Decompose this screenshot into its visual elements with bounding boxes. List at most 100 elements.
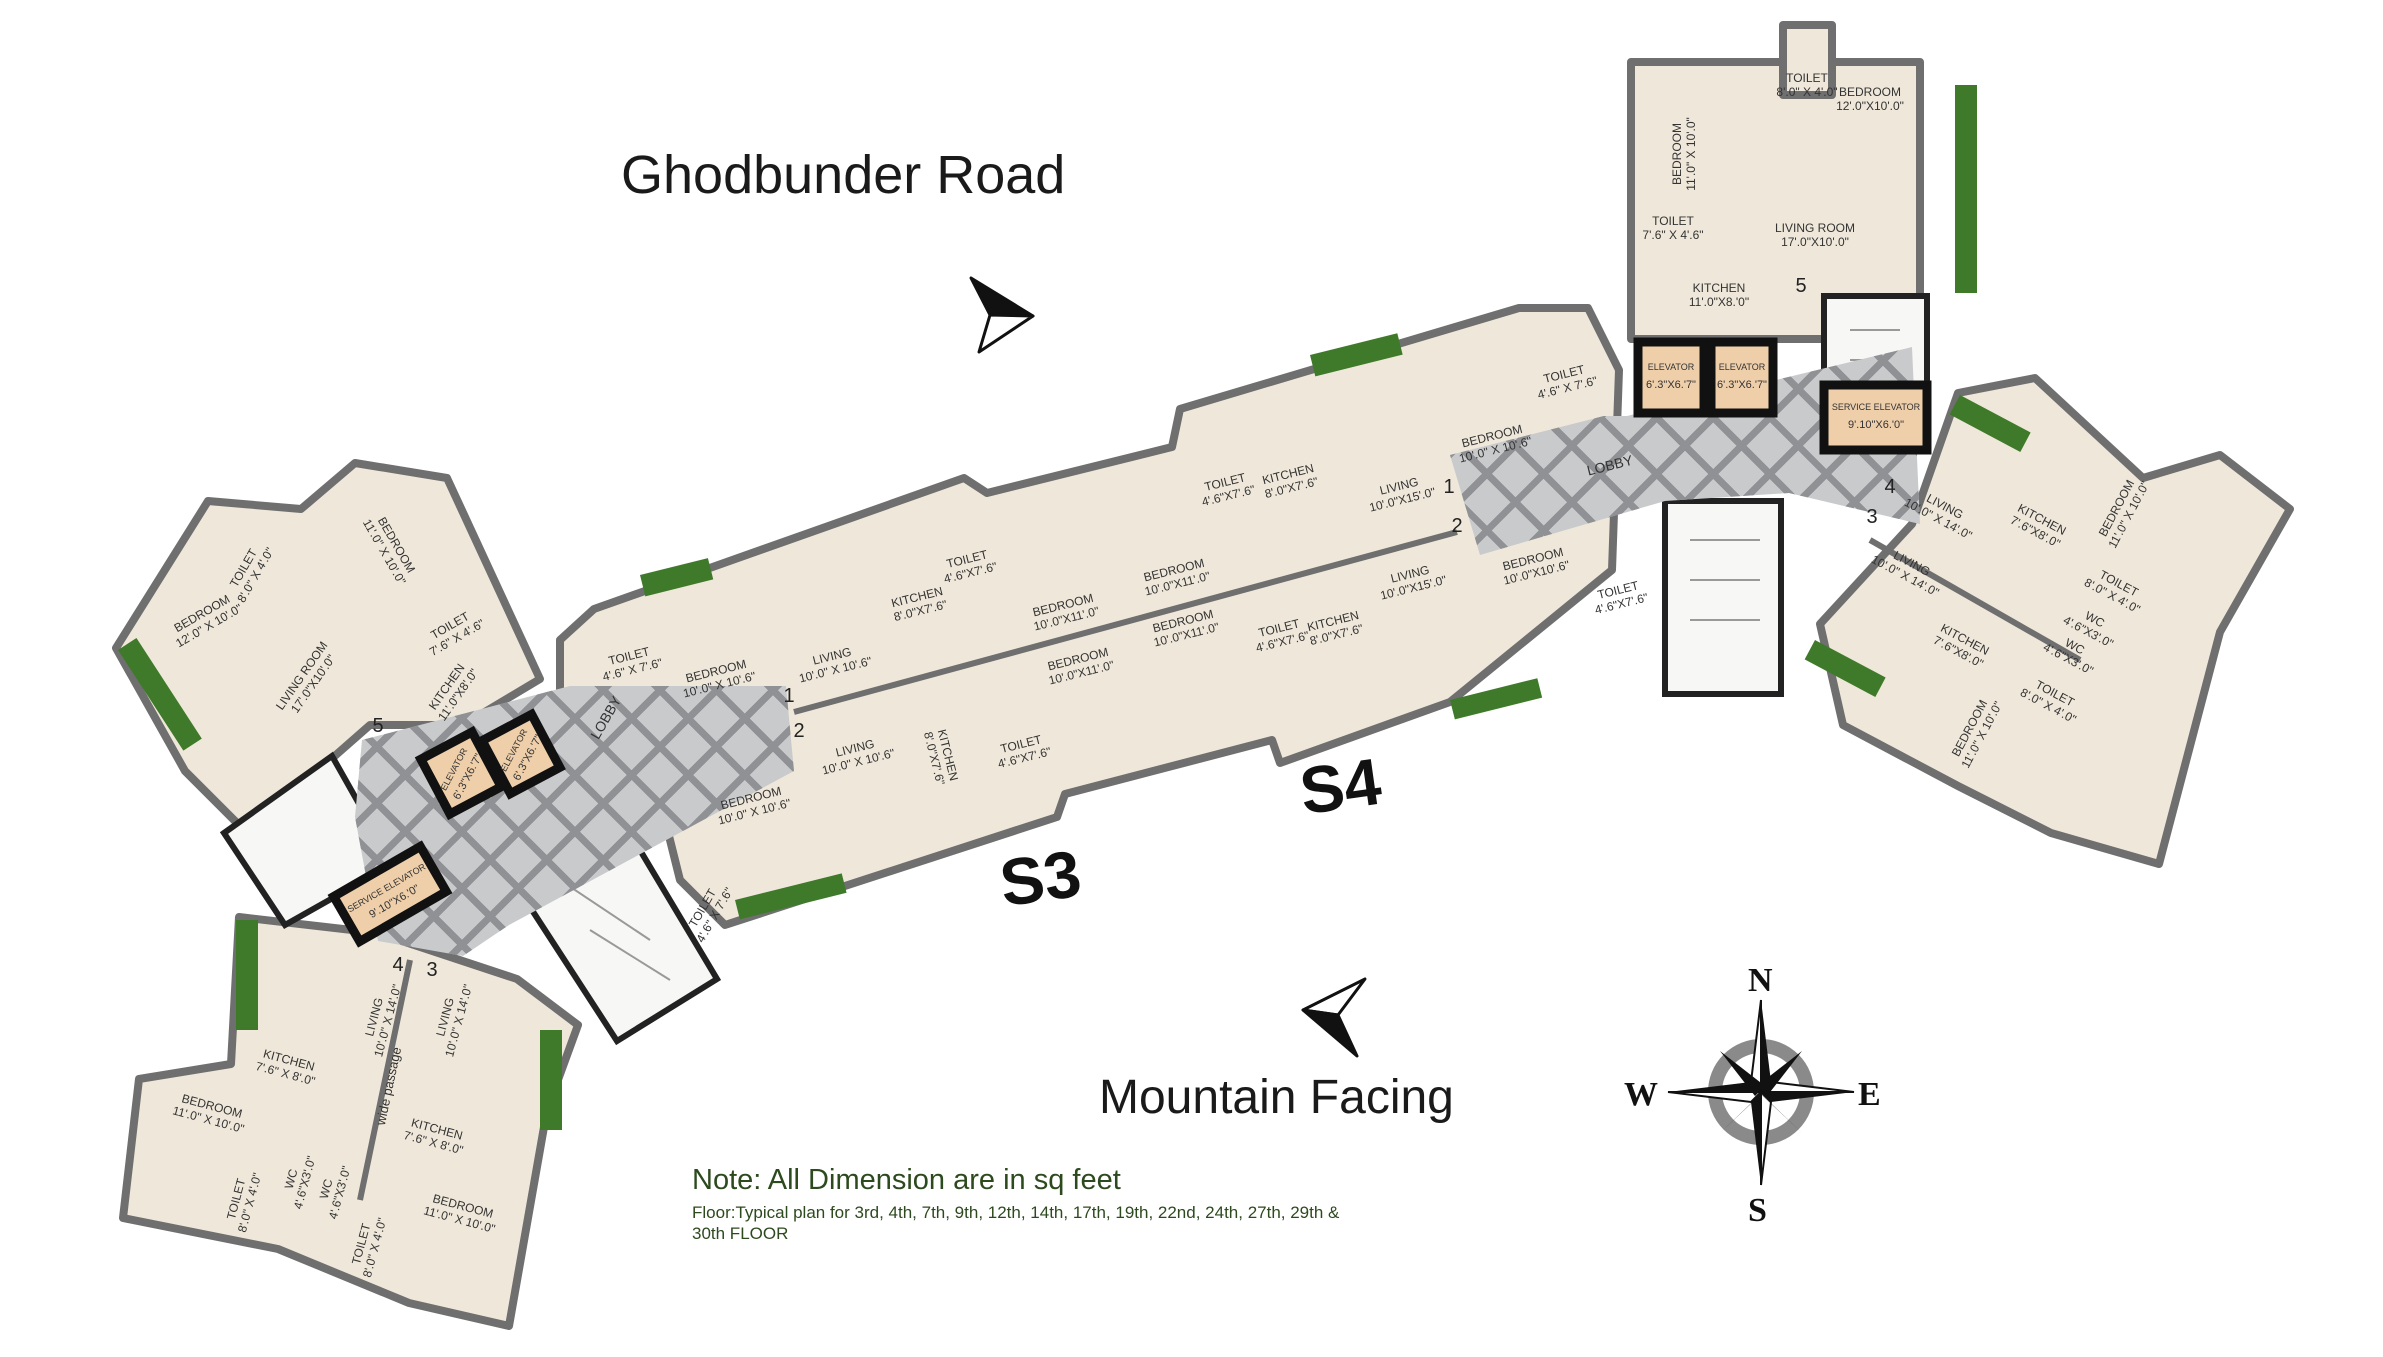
staircase — [1662, 498, 1784, 697]
room-name: WC — [282, 1167, 301, 1190]
unit-number: 2 — [1451, 515, 1462, 537]
wide-passage-label: wide passage — [373, 1046, 404, 1128]
unit-number: 5 — [372, 715, 383, 737]
flower-bed — [640, 558, 714, 597]
room-dimension: 11'.0" X 10'.0" — [1684, 117, 1698, 191]
room-name: BEDROOM — [1839, 85, 1901, 99]
floor-note-line2: 30th FLOOR — [692, 1224, 789, 1243]
unit-number: 3 — [1866, 506, 1877, 528]
room-name: LIVING ROOM — [1775, 221, 1855, 235]
flower-bed — [1309, 333, 1403, 377]
floor-note-line1: Floor:Typical plan for 3rd, 4th, 7th, 9t… — [692, 1203, 1340, 1222]
room-dimension: 8'.0" X 4'.0" — [1776, 85, 1837, 99]
unit-number: 4 — [392, 954, 403, 976]
room-name: TOILET — [1786, 71, 1828, 85]
wing-label-s3: S3 — [995, 835, 1086, 921]
top-road-heading: Ghodbunder Road — [621, 145, 1066, 205]
elevator-label: ELEVATOR — [1648, 362, 1695, 372]
unit-number: 3 — [426, 959, 437, 981]
bottom-view-heading: Mountain Facing — [1099, 1071, 1454, 1124]
compass-e: E — [1858, 1076, 1881, 1113]
wing-top-right — [1627, 58, 1924, 343]
elevator — [476, 708, 566, 800]
room-label: WC4'.6"X3'.0" — [282, 1154, 319, 1210]
dimension-note: Note: All Dimension are in sq feet — [692, 1164, 1121, 1196]
room-name: WC — [317, 1177, 336, 1200]
compass-n: N — [1748, 962, 1773, 999]
elevator-label: ELEVATOR — [1719, 362, 1766, 372]
compass-rose-icon — [1667, 999, 1855, 1186]
view-arrow-icon — [1301, 977, 1367, 1058]
flower-bed — [1450, 678, 1543, 720]
north-arrow-icon — [969, 276, 1035, 354]
service-elevator — [1819, 380, 1932, 455]
room-dimension: 7'.6" X 4'.6" — [1642, 228, 1703, 242]
flower-bed — [236, 920, 258, 1030]
elevator — [414, 725, 508, 821]
room-dimension: 12'.0"X10'.0" — [1836, 99, 1904, 113]
unit-number: 4 — [1884, 476, 1895, 498]
elevator-dim: 6'.3"X6.'7" — [1717, 379, 1767, 391]
room-label: WC4'.6"X3'.0" — [317, 1164, 354, 1220]
room-dimension: 17'.0"X10'.0" — [1781, 235, 1849, 249]
service-elevator-label: SERVICE ELEVATOR — [1832, 402, 1921, 412]
unit-number: 2 — [793, 720, 804, 742]
room-name: TOILET — [1652, 214, 1694, 228]
toilet-shaft — [1779, 21, 1836, 99]
elevator-dim: 6'.3"X6.'7" — [1646, 379, 1696, 391]
flower-bed — [1949, 395, 2031, 452]
flower-bed — [1955, 85, 1977, 293]
corridor-divider — [793, 529, 1458, 715]
lobby-label: LOBBY — [1585, 452, 1635, 479]
wing-right — [1816, 374, 2294, 868]
unit-number: 5 — [1795, 275, 1806, 297]
unit-number: 1 — [783, 685, 794, 707]
flower-bed — [1804, 640, 1886, 697]
passage-divider — [1868, 537, 2082, 663]
